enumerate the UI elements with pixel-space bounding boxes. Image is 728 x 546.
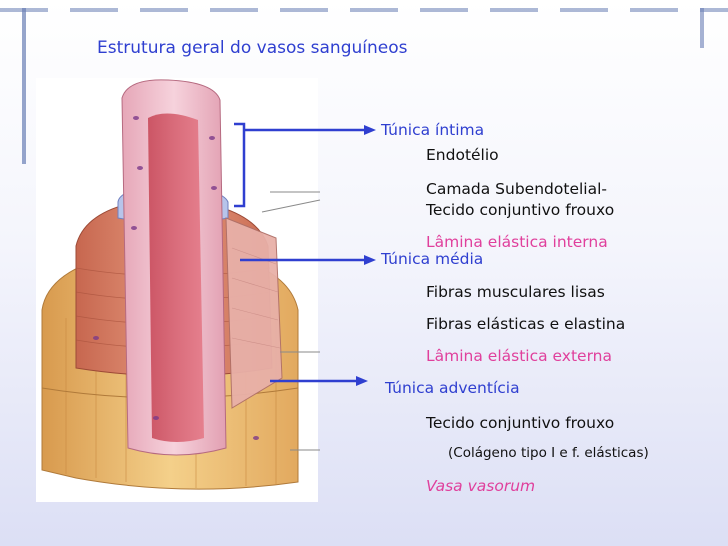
media-item-lamina-externa: Lâmina elástica externa bbox=[426, 347, 612, 365]
adventicia-item-tecido: Tecido conjuntivo frouxo bbox=[426, 414, 614, 432]
top-border-decoration bbox=[0, 8, 728, 12]
intima-heading: Túnica íntima bbox=[381, 121, 484, 139]
media-arrowhead bbox=[364, 255, 376, 265]
intima-item-tecido: Tecido conjuntivo frouxo bbox=[426, 201, 614, 219]
intima-arrowhead bbox=[364, 125, 376, 135]
media-heading: Túnica média bbox=[381, 250, 483, 268]
intima-item-endotelio: Endotélio bbox=[426, 146, 499, 164]
intima-item-subendotelial: Camada Subendotelial- bbox=[426, 180, 607, 198]
blood-vessel-illustration bbox=[36, 78, 318, 502]
media-item-elasticas: Fibras elásticas e elastina bbox=[426, 315, 625, 333]
media-item-musculares: Fibras musculares lisas bbox=[426, 283, 605, 301]
adventicia-heading: Túnica adventícia bbox=[385, 379, 520, 397]
slide-title: Estrutura geral do vasos sanguíneos bbox=[97, 38, 407, 58]
left-border-decoration bbox=[22, 8, 26, 164]
adventicia-item-colageno: (Colágeno tipo I e f. elásticas) bbox=[448, 445, 649, 461]
intima-item-lamina-interna: Lâmina elástica interna bbox=[426, 233, 608, 251]
right-border-decoration bbox=[700, 8, 704, 48]
adventicia-item-vasa-vasorum: Vasa vasorum bbox=[426, 477, 535, 495]
adventicia-arrowhead bbox=[356, 376, 368, 386]
